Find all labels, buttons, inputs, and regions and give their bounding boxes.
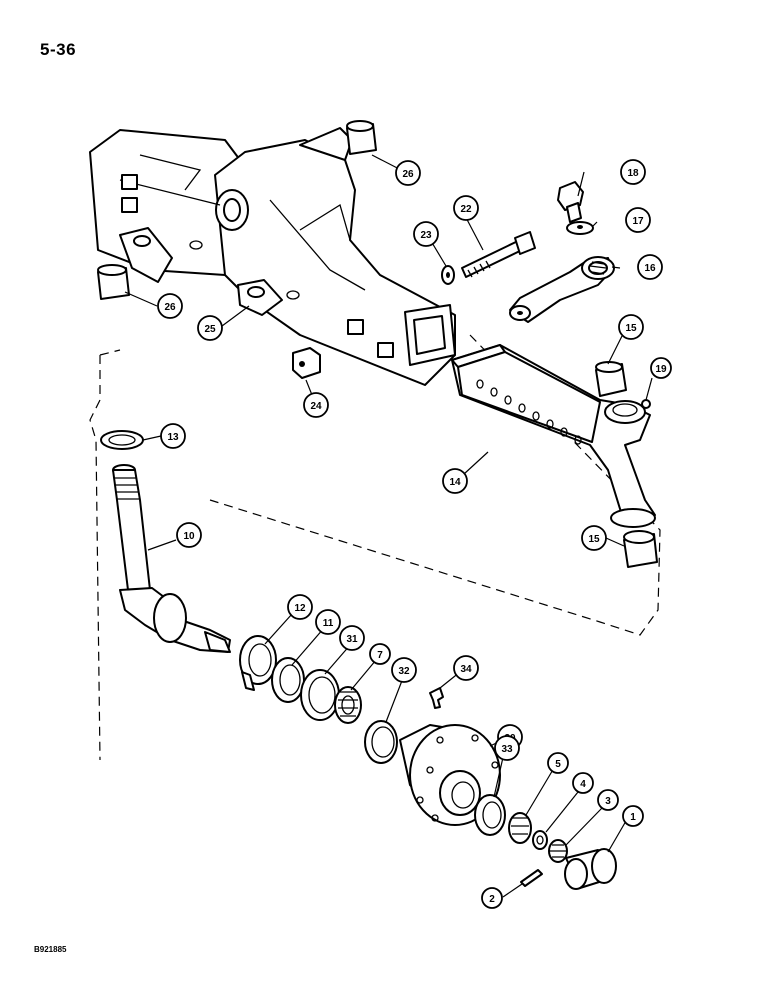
callout-13: 13: [160, 423, 186, 449]
callout-7: 7: [369, 643, 391, 665]
axle-main-beam: [89, 127, 456, 386]
svg-text:15: 15: [588, 534, 600, 545]
seal-12: [239, 635, 277, 691]
steering-arm-16: [509, 256, 615, 323]
svg-text:7: 7: [377, 650, 383, 661]
svg-text:18: 18: [627, 168, 639, 179]
steering-spindle-10: [112, 464, 231, 653]
callout-26-upper: 26: [395, 160, 421, 186]
wheel-hub-30: [399, 724, 501, 826]
svg-text:2: 2: [489, 894, 495, 905]
axle-extension-14: [451, 344, 656, 528]
svg-text:12: 12: [294, 603, 306, 614]
svg-text:16: 16: [644, 263, 656, 274]
extension-adjustment-holes: [476, 379, 582, 445]
svg-text:24: 24: [310, 401, 322, 412]
castle-nut-3: [548, 839, 568, 863]
callout-15-lower: 15: [581, 525, 607, 551]
callout-31: 31: [339, 625, 365, 651]
figure-code: B921885: [34, 945, 67, 954]
seal-ring-32: [364, 720, 398, 764]
bushing-26-lower: [97, 264, 130, 300]
bushing-26-upper: [346, 120, 377, 155]
svg-text:33: 33: [501, 744, 513, 755]
callout-22: 22: [453, 195, 479, 221]
callout-2: 2: [481, 887, 503, 909]
svg-text:31: 31: [346, 634, 358, 645]
svg-text:23: 23: [420, 230, 432, 241]
svg-text:25: 25: [204, 324, 216, 335]
callout-12: 12: [287, 594, 313, 620]
thrust-washer-13: [100, 430, 144, 450]
callout-1: 1: [622, 805, 644, 827]
svg-text:22: 22: [460, 204, 472, 215]
svg-text:26: 26: [164, 302, 176, 313]
callout-19: 19: [650, 357, 672, 379]
callout-14: 14: [442, 468, 468, 494]
callout-24: 24: [303, 392, 329, 418]
block-24: [292, 347, 321, 379]
bearing-cone-7: [334, 686, 362, 724]
callout-34: 34: [453, 655, 479, 681]
bushing-15-upper: [595, 361, 627, 397]
hub-cap-1: [564, 848, 617, 890]
washer-17: [566, 221, 594, 235]
grease-fitting-19: [641, 399, 651, 409]
callout-25: 25: [197, 315, 223, 341]
callout-16: 16: [637, 254, 663, 280]
svg-text:19: 19: [655, 364, 667, 375]
svg-text:11: 11: [323, 618, 334, 629]
bearing-cone-5: [508, 812, 532, 844]
page-number: 5-36: [40, 40, 77, 59]
svg-text:4: 4: [580, 779, 586, 790]
cotter-pin-2: [520, 869, 543, 887]
callout-3: 3: [597, 789, 619, 811]
callout-5: 5: [547, 752, 569, 774]
bushing-15-lower: [623, 530, 658, 568]
callout-23: 23: [413, 221, 439, 247]
svg-text:3: 3: [605, 796, 611, 807]
callout-18: 18: [620, 159, 646, 185]
callout-15-upper: 15: [618, 314, 644, 340]
callout-32: 32: [391, 657, 417, 683]
svg-text:26: 26: [402, 169, 414, 180]
bolt-18: [557, 181, 584, 223]
washer-23: [441, 265, 455, 285]
svg-text:17: 17: [632, 216, 644, 227]
bolt-22: [461, 231, 536, 278]
callout-11: 11: [315, 609, 341, 635]
svg-text:13: 13: [167, 432, 179, 443]
bearing-cup-11: [271, 657, 305, 703]
svg-text:1: 1: [630, 812, 636, 823]
callout-33: 33: [494, 735, 520, 761]
washer-4: [532, 830, 548, 850]
svg-text:15: 15: [625, 323, 637, 334]
svg-text:34: 34: [460, 664, 472, 675]
grease-fitting-34: [429, 687, 444, 709]
svg-text:10: 10: [183, 531, 195, 542]
callout-26-lower: 26: [157, 293, 183, 319]
svg-text:32: 32: [398, 666, 410, 677]
callout-17: 17: [625, 207, 651, 233]
callout-10: 10: [176, 522, 202, 548]
svg-text:5: 5: [555, 759, 561, 770]
callout-4: 4: [572, 772, 594, 794]
bearing-cup-33: [474, 794, 506, 836]
svg-text:14: 14: [449, 477, 461, 488]
bearing-cup-31: [300, 669, 340, 721]
